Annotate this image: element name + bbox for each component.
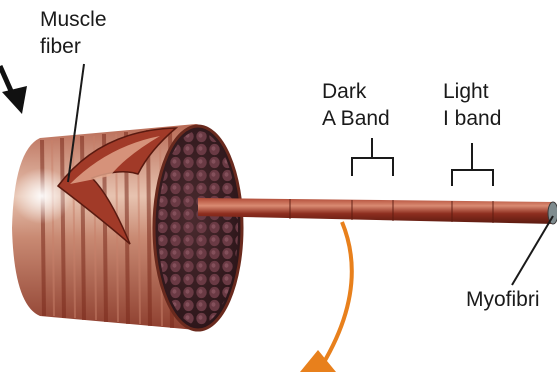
orange-accent-arc <box>318 222 352 372</box>
dark-a-band-label-line2: A Band <box>322 105 390 132</box>
myofibril <box>198 198 557 224</box>
light-i-band-bracket <box>452 143 493 186</box>
light-i-band-label-line2: I band <box>443 105 501 132</box>
down-left-arrow-icon <box>0 66 27 114</box>
light-i-band-label-line1: Light <box>443 78 501 105</box>
dark-a-band-label-line1: Dark <box>322 78 390 105</box>
dark-a-band-label: Dark A Band <box>322 78 390 132</box>
dark-a-band-bracket <box>352 138 393 176</box>
light-i-band-label: Light I band <box>443 78 501 132</box>
myofibril-leader-line <box>512 216 553 285</box>
muscle-fiber-label: Muscle fiber <box>40 6 107 60</box>
muscle-fiber-label-line2: fiber <box>40 33 107 60</box>
muscle-fiber-label-line1: Muscle <box>40 6 107 33</box>
myofibril-label: Myofibri <box>466 286 540 313</box>
cross-section-face <box>154 126 242 330</box>
